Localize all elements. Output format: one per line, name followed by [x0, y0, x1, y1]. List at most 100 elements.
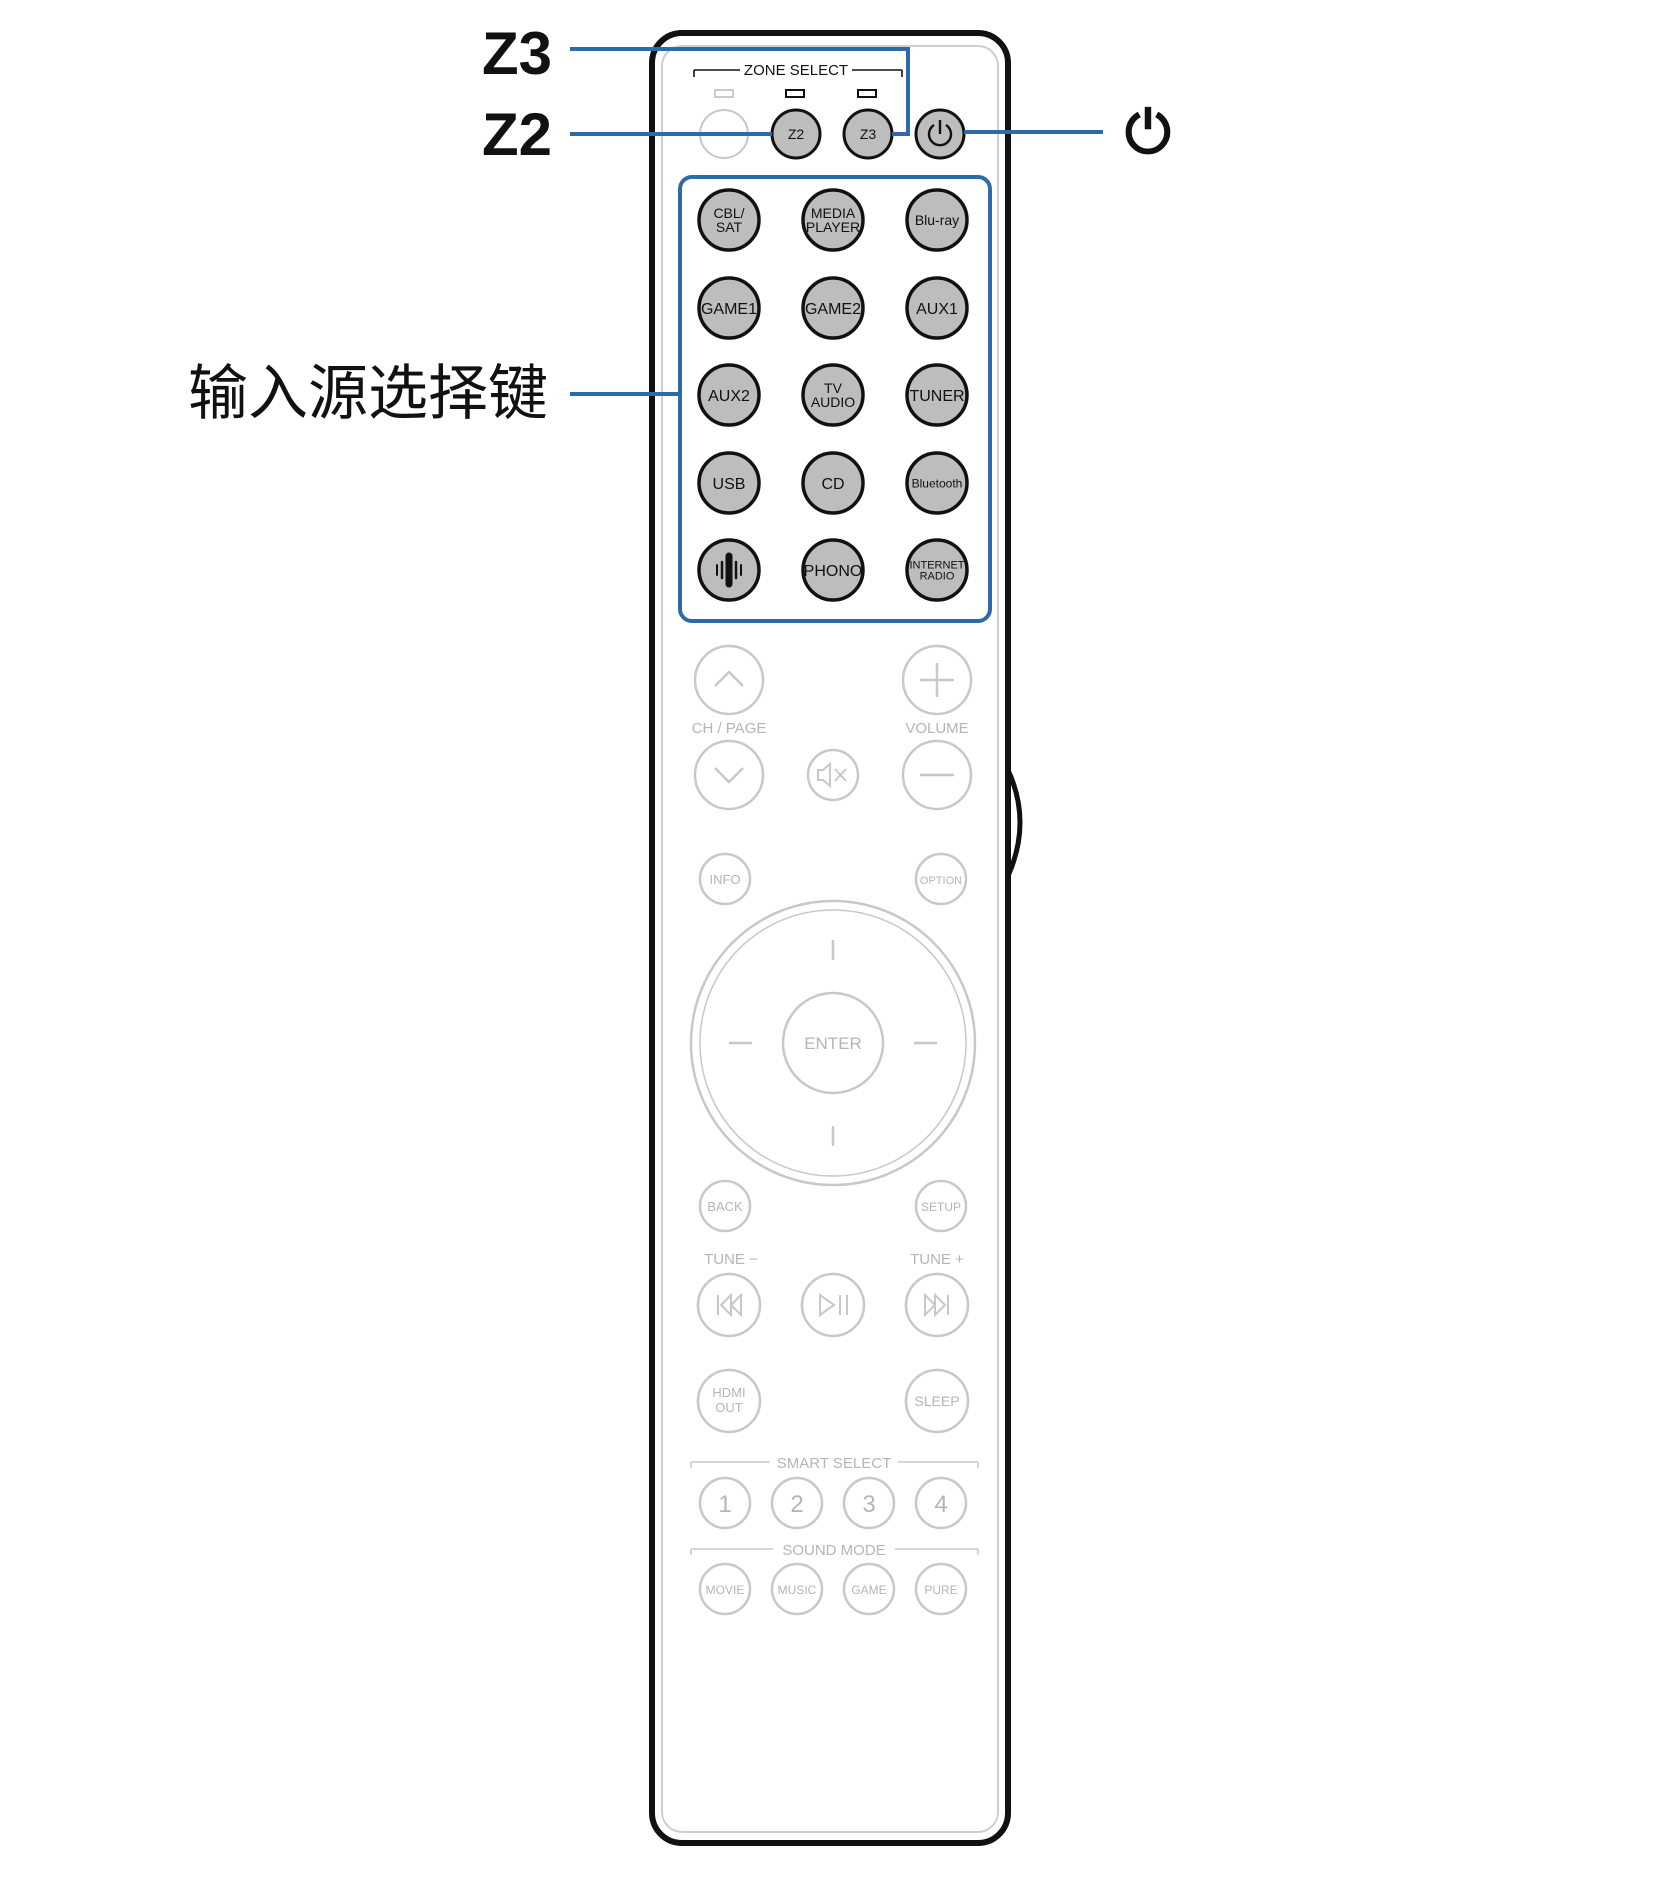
- callout-z3-label: Z3: [482, 20, 552, 87]
- back-button-label: BACK: [707, 1199, 743, 1214]
- cursor-pad[interactable]: [689, 899, 977, 1187]
- enter-button[interactable]: [781, 991, 885, 1095]
- sound-mode-title: SOUND MODE: [782, 1542, 885, 1559]
- sleep-button[interactable]: [904, 1368, 970, 1434]
- smart-select-4-label: 4: [934, 1491, 947, 1518]
- input-aux2-button[interactable]: AUX2: [697, 363, 761, 427]
- smart-select-2-label: 2: [790, 1491, 803, 1518]
- callout-input-source-label: 输入源选择键: [188, 360, 548, 427]
- option-button-label: OPTION: [920, 875, 962, 887]
- lower-controls: [689, 644, 979, 1616]
- power-icon: [927, 120, 953, 147]
- input-game2-button[interactable]: GAME2: [801, 276, 865, 340]
- smart-select-4-button[interactable]: [914, 1476, 968, 1530]
- smart-select-2-button[interactable]: [770, 1476, 824, 1530]
- z2-button-label: Z2: [788, 126, 805, 142]
- input-bluetooth-label-1: Bluetooth: [912, 476, 963, 490]
- z2-button[interactable]: Z2: [770, 108, 822, 160]
- sound-mode-game-label: GAME: [851, 1583, 886, 1597]
- setup-button-label: SETUP: [921, 1200, 961, 1214]
- input-game1-label-1: GAME1: [701, 301, 757, 318]
- sound-mode-game-button[interactable]: [842, 1562, 896, 1616]
- setup-button[interactable]: [914, 1179, 968, 1233]
- sound-mode-movie-button[interactable]: [698, 1562, 752, 1616]
- input-cd-label-1: CD: [821, 476, 844, 493]
- input-blu-ray-button[interactable]: Blu-ray: [905, 188, 969, 252]
- input-heos-icon-button[interactable]: [697, 538, 761, 602]
- input-tv-audio-label-2: AUDIO: [811, 394, 855, 410]
- plus-icon: [920, 663, 954, 697]
- zone-main-indicator: [714, 89, 734, 98]
- input-usb-button[interactable]: USB: [697, 451, 761, 515]
- smart-select-1-label: 1: [718, 1491, 731, 1518]
- skip-back-icon: [717, 1292, 742, 1318]
- play-pause-button[interactable]: [800, 1272, 866, 1338]
- input-phono-label-1: PHONO: [804, 563, 863, 580]
- input-cbl-sat-button[interactable]: CBL/SAT: [697, 188, 761, 252]
- ch-down-button[interactable]: [693, 739, 765, 811]
- skip-forward-icon: [924, 1292, 949, 1318]
- input-aux2-label-1: AUX2: [708, 388, 750, 405]
- prev-track-button[interactable]: [696, 1272, 762, 1338]
- zone-select-section: ZONE SELECT Z2 Z3: [693, 62, 966, 160]
- input-phono-button[interactable]: PHONO: [801, 538, 865, 602]
- mute-button[interactable]: [806, 748, 860, 802]
- zone3-indicator: [857, 89, 877, 98]
- input-game2-label-1: GAME2: [805, 301, 861, 318]
- smart-select-3-button[interactable]: [842, 1476, 896, 1530]
- input-media-player-label-1: MEDIA: [811, 205, 856, 221]
- tune-plus-label: TUNE +: [910, 1251, 964, 1268]
- z3-button-label: Z3: [860, 126, 877, 142]
- next-track-button[interactable]: [904, 1272, 970, 1338]
- callout-z3-line: [570, 47, 910, 136]
- zone-select-title: ZONE SELECT: [744, 62, 848, 79]
- sound-mode-pure-button[interactable]: [914, 1562, 968, 1616]
- input-bluetooth-button[interactable]: Bluetooth: [905, 451, 969, 515]
- callouts: Z3 Z2 ⏻ 输入源选择键: [188, 20, 1171, 427]
- input-internet-radio-label-1: INTERNET: [910, 559, 965, 571]
- info-button[interactable]: [698, 852, 752, 906]
- volume-down-button[interactable]: [901, 739, 973, 811]
- sound-mode-pure-label: PURE: [924, 1583, 957, 1597]
- hdmi-out-label-line2: OUT: [715, 1400, 743, 1415]
- callout-z2-label: Z2: [482, 101, 552, 168]
- callout-power-label: ⏻: [1125, 100, 1171, 165]
- input-cbl-sat-label-2: SAT: [716, 219, 743, 235]
- input-usb-label-1: USB: [713, 476, 746, 493]
- input-cbl-sat-label-1: CBL/: [713, 205, 744, 221]
- input-blu-ray-label-1: Blu-ray: [915, 212, 959, 228]
- input-aux1-label-1: AUX1: [916, 301, 958, 318]
- sound-mode-music-button[interactable]: [770, 1562, 824, 1616]
- input-media-player-label-2: PLAYER: [806, 219, 860, 235]
- chevron-up-icon: [714, 670, 744, 687]
- input-tuner-label-1: TUNER: [909, 388, 964, 405]
- input-aux1-button[interactable]: AUX1: [905, 276, 969, 340]
- input-cd-button[interactable]: CD: [801, 451, 865, 515]
- volume-up-button[interactable]: [901, 644, 973, 716]
- sound-mode-movie-label: MOVIE: [706, 1583, 745, 1597]
- input-source-highlight: [678, 175, 992, 623]
- smart-select-1-button[interactable]: [698, 1476, 752, 1530]
- ch-up-button[interactable]: [693, 644, 765, 716]
- sound-mode-music-label: MUSIC: [778, 1583, 817, 1597]
- input-game1-button[interactable]: GAME1: [697, 276, 761, 340]
- z3-button[interactable]: Z3: [842, 108, 894, 160]
- option-button[interactable]: [914, 852, 968, 906]
- power-button[interactable]: [914, 108, 966, 160]
- input-tuner-button[interactable]: TUNER: [905, 363, 969, 427]
- smart-select-title: SMART SELECT: [777, 1455, 891, 1472]
- input-internet-radio-label-2: RADIO: [920, 570, 955, 582]
- info-button-label: INFO: [709, 872, 740, 887]
- mute-icon: [817, 761, 847, 789]
- tune-minus-label: TUNE −: [704, 1251, 758, 1268]
- smart-select-3-label: 3: [862, 1491, 875, 1518]
- zone2-indicator: [785, 89, 805, 98]
- hdmi-out-button[interactable]: [696, 1368, 762, 1434]
- sleep-button-label: SLEEP: [914, 1393, 959, 1409]
- back-button[interactable]: [698, 1179, 752, 1233]
